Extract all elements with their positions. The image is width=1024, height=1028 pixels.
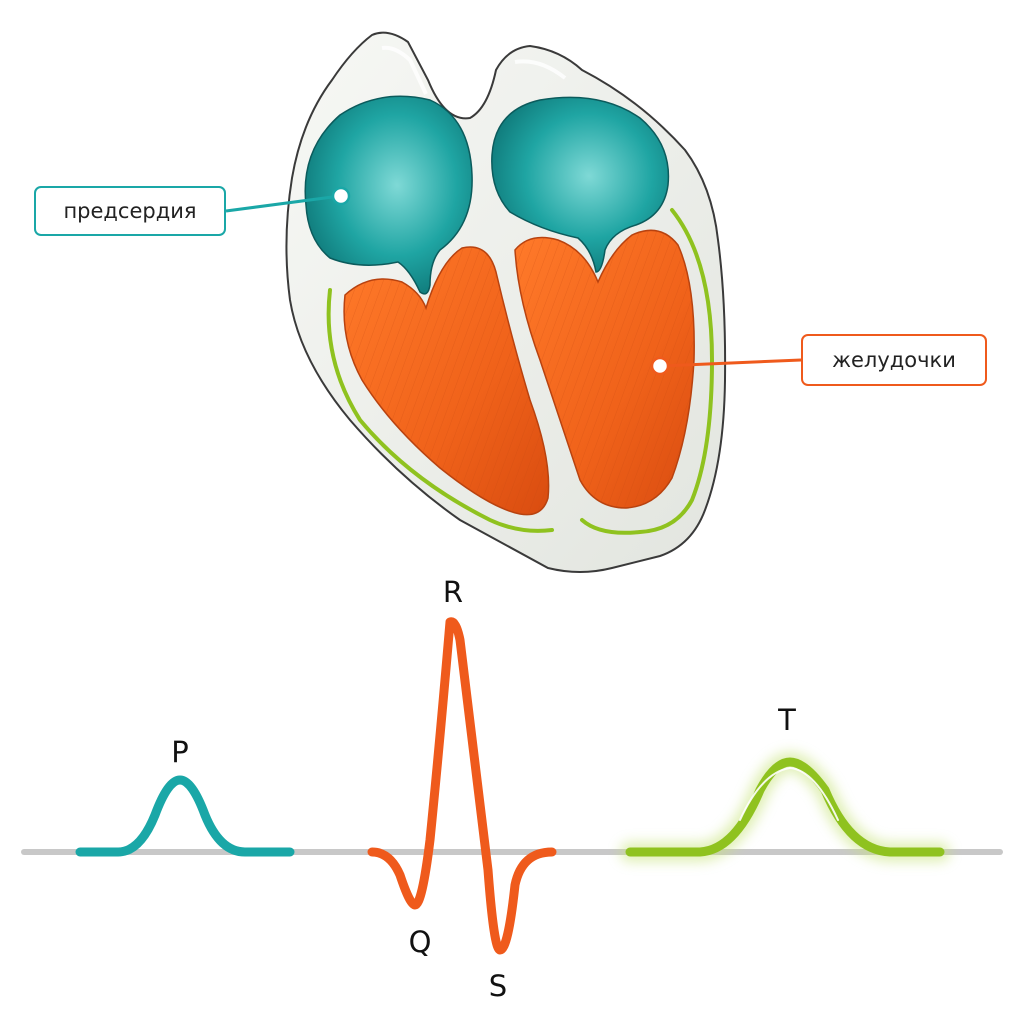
t-wave-label: T (777, 703, 796, 737)
atria-leader (225, 186, 351, 213)
right-atrium (491, 96, 670, 273)
right-ventricle (514, 229, 695, 509)
left-atrium (304, 95, 473, 295)
t-wave-glow (620, 752, 950, 862)
s-wave-label: S (489, 969, 507, 1003)
t-wave-highlight (739, 767, 839, 821)
p-wave (75, 775, 295, 857)
conduction-pathway (326, 208, 715, 535)
ventricles-leader (650, 356, 802, 376)
ecg-trace (21, 617, 1003, 955)
r-wave-label: R (443, 575, 463, 609)
ventricles-pointer-dot (650, 356, 670, 376)
p-wave-label: P (171, 735, 189, 769)
atria-callout: предсердия (34, 186, 226, 236)
left-ventricle (343, 246, 550, 516)
t-wave (625, 757, 945, 857)
qrs-complex (367, 617, 557, 955)
ventricles-callout: желудочки (801, 334, 987, 386)
q-wave-label: Q (409, 925, 432, 959)
atria-pointer-dot (331, 186, 351, 206)
